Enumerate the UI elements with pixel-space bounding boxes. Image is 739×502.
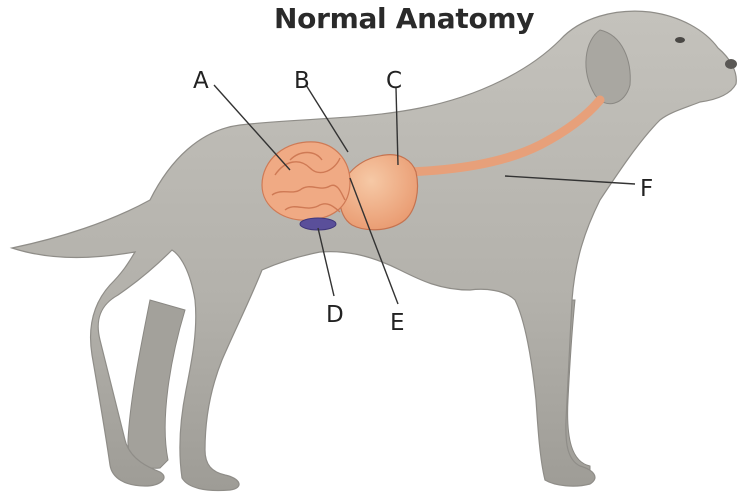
- label-e: E: [390, 310, 405, 336]
- label-a: A: [193, 68, 209, 94]
- label-c: C: [386, 68, 402, 94]
- label-f: F: [640, 176, 653, 202]
- label-d: D: [326, 302, 344, 328]
- dog-eye: [675, 37, 685, 43]
- dog-nose: [725, 59, 737, 69]
- label-b: B: [294, 68, 310, 94]
